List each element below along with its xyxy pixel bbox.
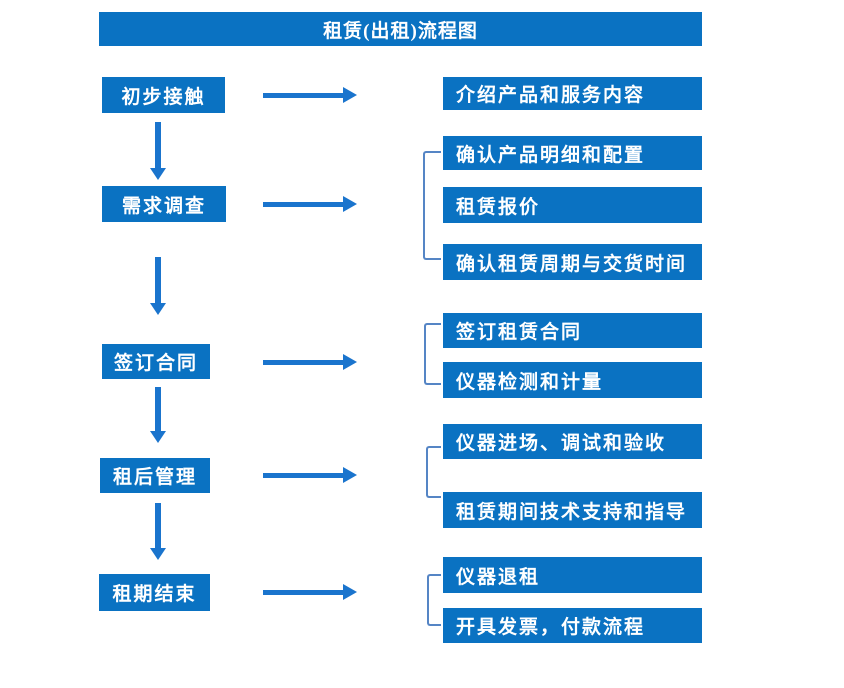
right-arrow-icon-3	[263, 354, 357, 370]
right-arrow-icon-5	[263, 584, 357, 600]
output-box-tech-support: 租赁期间技术支持和指导	[443, 492, 702, 528]
diagram-title: 租赁(出租)流程图	[99, 12, 702, 46]
output-box-invoice-payment: 开具发票，付款流程	[443, 608, 702, 643]
flow-step-initial-contact: 初步接触	[102, 77, 225, 113]
output-box-instrument-entry-acceptance: 仪器进场、调试和验收	[443, 424, 702, 459]
output-box-instrument-return: 仪器退租	[443, 557, 702, 593]
output-box-confirm-rental-period: 确认租赁周期与交货时间	[443, 244, 702, 280]
right-arrow-icon-4	[263, 467, 357, 483]
output-box-confirm-product-details: 确认产品明细和配置	[443, 136, 702, 170]
flow-step-demand-survey: 需求调查	[102, 186, 226, 222]
bracket-group-5	[427, 574, 441, 626]
flow-step-post-rental-management: 租后管理	[100, 458, 210, 493]
bracket-group-2	[423, 151, 441, 260]
output-box-intro-products-services: 介绍产品和服务内容	[443, 77, 702, 110]
right-arrow-icon-1	[263, 87, 357, 103]
bracket-group-4	[426, 446, 441, 498]
right-arrow-icon-2	[263, 196, 357, 212]
output-box-rental-quote: 租赁报价	[443, 187, 702, 223]
flow-step-lease-end: 租期结束	[99, 574, 210, 611]
down-arrow-icon-4	[150, 503, 166, 560]
output-box-sign-rental-contract: 签订租赁合同	[443, 313, 702, 348]
bracket-group-3	[424, 323, 441, 385]
down-arrow-icon-1	[150, 122, 166, 180]
output-box-instrument-testing: 仪器检测和计量	[443, 362, 702, 398]
down-arrow-icon-3	[150, 387, 166, 443]
flow-step-sign-contract: 签订合同	[102, 344, 210, 379]
down-arrow-icon-2	[150, 257, 166, 315]
